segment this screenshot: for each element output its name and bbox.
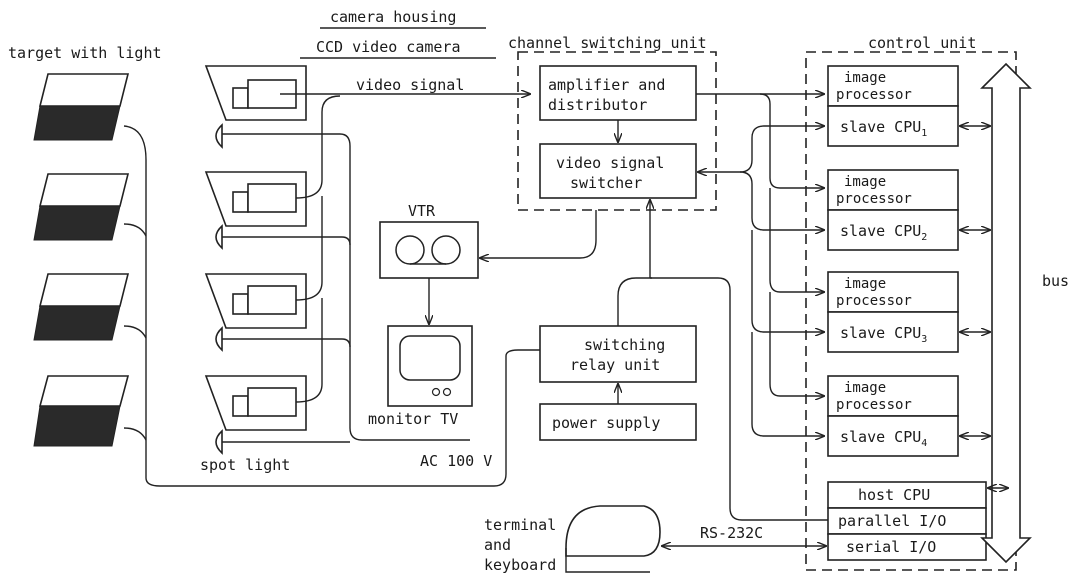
- video-signal-switcher: video signal switcher: [539, 143, 697, 199]
- terminal-keyboard: [565, 505, 661, 573]
- vtr-label: VTR: [408, 202, 436, 220]
- svg-text:processor: processor: [836, 293, 912, 309]
- svg-text:relay unit: relay unit: [570, 356, 660, 374]
- processor-group-1: image processor slave CPU1: [827, 65, 959, 147]
- svg-text:switcher: switcher: [570, 174, 642, 192]
- video-signal-label: video signal: [356, 76, 464, 94]
- svg-text:distributor: distributor: [548, 96, 647, 114]
- target-3: [33, 273, 130, 341]
- svg-text:image: image: [844, 380, 886, 396]
- terminal-label-2: and: [484, 536, 511, 554]
- slave-cpu-1-label: slave CPU1: [840, 118, 927, 139]
- processor-group-2: image processor slave CPU2: [827, 169, 959, 251]
- ccd-camera-label: CCD video camera: [316, 38, 461, 56]
- ac-label: AC 100 V: [420, 452, 492, 470]
- camera-2: [204, 171, 307, 250]
- slave-cpu-2-label: slave CPU2: [840, 222, 927, 243]
- serial-io-label: serial I/O: [846, 538, 936, 556]
- bus-label: bus: [1042, 272, 1069, 290]
- host-io-stack: host CPU parallel I/O serial I/O: [827, 481, 987, 561]
- slave-cpu-4-label: slave CPU4: [840, 428, 927, 449]
- svg-text:image: image: [844, 174, 886, 190]
- svg-text:amplifier and: amplifier and: [548, 76, 665, 94]
- parallel-io-label: parallel I/O: [838, 512, 946, 530]
- vtr: [379, 221, 479, 279]
- processor-group-4: image processor slave CPU4: [827, 375, 959, 457]
- svg-text:switching: switching: [584, 336, 665, 354]
- svg-text:processor: processor: [836, 191, 912, 207]
- svg-text:video signal: video signal: [556, 154, 664, 172]
- channel-switching-unit-label: channel switching unit: [508, 34, 707, 52]
- svg-text:image: image: [844, 276, 886, 292]
- target-4: [33, 375, 130, 447]
- camera-3: [204, 273, 307, 352]
- host-cpu-label: host CPU: [858, 486, 930, 504]
- svg-text:processor: processor: [836, 87, 912, 103]
- control-unit-label: control unit: [868, 34, 976, 52]
- terminal-label-3: keyboard: [484, 556, 556, 574]
- processor-group-3: image processor slave CPU3: [827, 271, 959, 353]
- monitor-tv-label: monitor TV: [368, 410, 458, 428]
- svg-text:processor: processor: [836, 397, 912, 413]
- camera-4: [204, 375, 307, 455]
- camera-1: [204, 65, 307, 149]
- switching-relay-unit: switching relay unit: [539, 325, 697, 383]
- svg-text:power supply: power supply: [552, 414, 660, 432]
- svg-text:image: image: [844, 70, 886, 86]
- slave-cpu-3-label: slave CPU3: [840, 324, 927, 345]
- camera-housing-label: camera housing: [330, 8, 456, 26]
- spot-light-label: spot light: [200, 456, 290, 474]
- target-2: [33, 173, 130, 241]
- target-1: [33, 73, 130, 141]
- bus: [980, 62, 1032, 564]
- rs232-label: RS-232C: [700, 524, 763, 542]
- power-supply: power supply: [539, 403, 697, 441]
- target-label: target with light: [8, 44, 162, 62]
- monitor-tv: [387, 325, 473, 407]
- amplifier-distributor: amplifier and distributor: [539, 65, 697, 121]
- terminal-label-1: terminal: [484, 516, 556, 534]
